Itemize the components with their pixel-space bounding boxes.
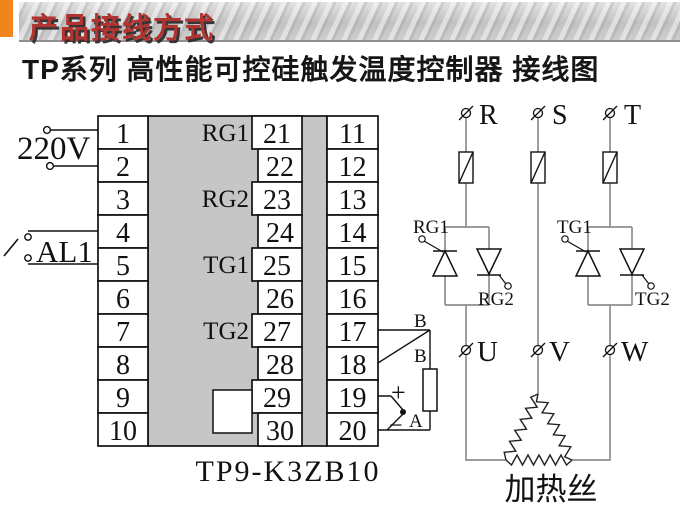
keying-notch — [212, 389, 253, 434]
terminal-cell — [97, 181, 149, 216]
fuse-icons — [458, 151, 618, 184]
junction-dot-icon — [400, 409, 406, 415]
terminal-number: 28 — [266, 350, 294, 381]
terminal-number: 15 — [339, 251, 367, 282]
terminal-number: 12 — [339, 152, 367, 183]
terminal-number: 10 — [109, 416, 137, 447]
terminal-number: 19 — [339, 383, 367, 414]
terminal-cells: 1234567891021222324252627282930111213141… — [97, 115, 379, 447]
alarm-contact-icon — [24, 254, 32, 262]
terminal-number: 25 — [263, 251, 291, 282]
scr-module-r — [418, 235, 512, 290]
output-label-u: U — [477, 336, 498, 368]
gate-label-tg1: TG1 — [557, 217, 592, 238]
terminal-cell — [257, 346, 303, 381]
polarity-minus: − — [389, 413, 403, 439]
feedback-label-b1: B — [414, 311, 427, 332]
terminal-cell — [97, 346, 149, 381]
terminal-cell — [97, 379, 149, 414]
scr-module-t — [561, 235, 655, 290]
terminal-cell — [257, 280, 303, 315]
phase-label-s: S — [552, 100, 568, 131]
terminal-cell — [97, 412, 149, 447]
output-label-v: V — [549, 336, 570, 368]
terminal-number: 5 — [116, 251, 130, 282]
feedback-label-b2: B — [414, 346, 427, 367]
phase-terminal-icons — [458, 105, 618, 121]
alarm-contact-icon — [24, 233, 32, 241]
terminal-cell — [97, 247, 149, 282]
feedback-wires — [377, 329, 431, 431]
phase-label-r: R — [479, 100, 498, 131]
terminal-number: 3 — [116, 185, 130, 216]
terminal-number: 21 — [263, 119, 291, 150]
terminal-number: 22 — [266, 152, 294, 183]
terminal-cell — [97, 115, 149, 150]
terminal-number: 7 — [116, 317, 130, 348]
heater-element-icon — [535, 393, 573, 461]
input-wires — [3, 129, 98, 265]
gate-row-label-tg1: TG1 — [203, 252, 249, 279]
terminal-number: 24 — [266, 218, 294, 249]
terminal-cell — [326, 181, 379, 216]
terminal-number: 30 — [266, 416, 294, 447]
header-banner: 产品接线方式 — [19, 2, 680, 45]
terminal-number: 13 — [339, 185, 367, 216]
model-number: TP9-K3ZB10 — [196, 455, 381, 488]
gate-label-rg2: RG2 — [478, 289, 514, 310]
heater-delta — [503, 393, 573, 467]
gate-row-label-rg2: RG2 — [202, 186, 249, 213]
terminal-number: 16 — [339, 284, 367, 315]
alarm-label: AL1 — [36, 234, 93, 269]
polarity-plus: + — [391, 378, 406, 407]
heater-element-icon — [503, 393, 539, 461]
terminal-number: 20 — [339, 416, 367, 447]
terminal-cell — [257, 412, 303, 447]
terminal-number: 17 — [339, 317, 367, 348]
feedback-label-a: A — [409, 411, 423, 432]
terminal-number: 14 — [339, 218, 367, 249]
terminal-number: 9 — [116, 383, 130, 414]
terminal-number: 4 — [116, 218, 130, 249]
heater-element-icon — [505, 453, 573, 467]
output-terminal-icons — [458, 342, 618, 358]
gate-row-label-tg2: TG2 — [203, 318, 249, 345]
terminal-cell — [326, 214, 379, 249]
terminal-cell — [251, 313, 303, 348]
gate-label-rg1: RG1 — [413, 217, 449, 238]
terminal-number: 1 — [116, 119, 130, 150]
page-title: TP系列 高性能可控硅触发温度控制器 接线图 — [22, 54, 600, 85]
terminal-cell — [326, 346, 379, 381]
terminal-number: 6 — [116, 284, 130, 315]
power-terminal-icon — [45, 161, 55, 171]
banner-title: 产品接线方式 — [29, 13, 216, 45]
gate-row-label-rg1: RG1 — [202, 120, 249, 147]
phase-label-t: T — [624, 100, 641, 131]
terminal-cell — [326, 412, 379, 447]
accent-block — [0, 0, 13, 37]
terminal-cell — [326, 115, 379, 150]
terminal-cell — [251, 115, 303, 150]
gate-label-tg2: TG2 — [635, 289, 670, 310]
terminal-number: 23 — [263, 185, 291, 216]
feedback-resistor-icon — [422, 368, 438, 412]
terminal-cell — [251, 247, 303, 282]
terminal-number: 27 — [263, 317, 291, 348]
terminal-number: 18 — [339, 350, 367, 381]
load-label: 加热丝 — [505, 472, 598, 507]
power-label: 220V — [17, 131, 91, 167]
terminal-number: 11 — [339, 119, 366, 150]
terminal-number: 29 — [263, 383, 291, 414]
terminal-number: 26 — [266, 284, 294, 315]
terminal-number: 8 — [116, 350, 130, 381]
terminal-number: 2 — [116, 152, 130, 183]
power-terminal-icon — [42, 125, 52, 135]
output-label-w: W — [621, 336, 649, 368]
